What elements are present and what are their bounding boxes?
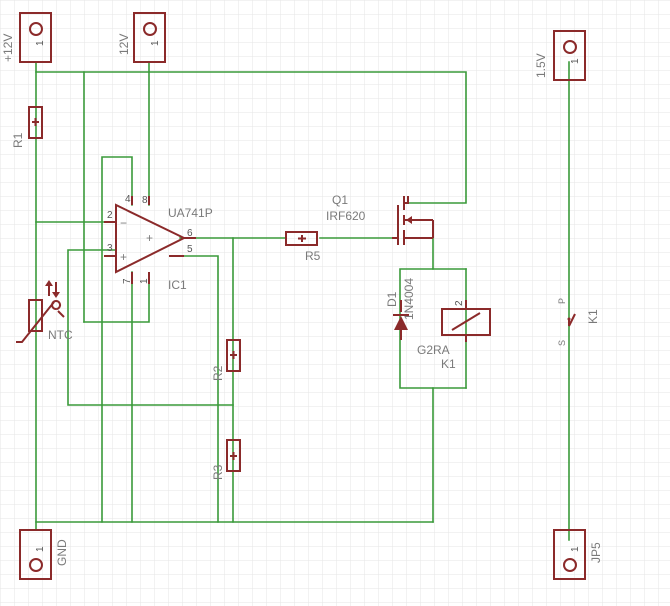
heat-arrows-icon bbox=[45, 280, 60, 298]
opamp-ic1[interactable]: − + + 2 3 4 8 6 5 7 1 UA741P IC1 bbox=[104, 194, 213, 292]
wire-12v-rail bbox=[35, 61, 467, 204]
connector-1-5v[interactable]: 1.5V 1 bbox=[534, 30, 586, 81]
opamp-pin-6: 6 bbox=[187, 228, 193, 239]
opamp-plus-sign: + bbox=[120, 250, 127, 264]
opamp-pin-7: 7 bbox=[122, 278, 133, 284]
resistor-r3-label: R3 bbox=[211, 464, 225, 480]
resistor-r5[interactable]: R5 bbox=[285, 231, 321, 263]
connector-jp5-pin: 1 bbox=[570, 546, 581, 552]
connector-12v-a[interactable]: +12V 1 bbox=[1, 12, 52, 63]
resistor-r2[interactable]: R2 bbox=[211, 339, 241, 381]
relay-coil-part-label: G2RA bbox=[417, 343, 450, 357]
relay-coil-k1[interactable]: 2 G2RA K1 bbox=[417, 300, 491, 371]
mosfet-part-label: IRF620 bbox=[326, 209, 366, 223]
resistor-r2-label: R2 bbox=[211, 365, 225, 381]
connector-1-5v-pin: 1 bbox=[570, 58, 581, 64]
ntc-thermistor[interactable]: NTC bbox=[16, 280, 73, 343]
opamp-pin-2: 2 bbox=[107, 210, 113, 221]
mosfet-q1[interactable]: Q1 IRF620 bbox=[326, 193, 434, 245]
opamp-part-label: UA741P bbox=[168, 206, 213, 220]
diode-d1[interactable]: D1 1N4004 bbox=[385, 278, 416, 340]
ntc-label: NTC bbox=[48, 328, 73, 342]
relay-switch-k1[interactable]: P S K1 bbox=[557, 298, 600, 346]
opamp-pin-4: 4 bbox=[125, 194, 131, 205]
opamp-name-label: IC1 bbox=[168, 278, 187, 292]
thermometer-icon bbox=[51, 300, 65, 318]
resistor-r1[interactable]: R1 bbox=[11, 106, 43, 148]
connector-jp5[interactable]: JP5 1 bbox=[553, 529, 603, 580]
diode-name-label: D1 bbox=[385, 291, 399, 307]
relay-coil-pin-2: 2 bbox=[454, 300, 465, 306]
connector-12v-a-label: +12V bbox=[1, 34, 15, 62]
opamp-pin-8: 8 bbox=[142, 195, 148, 206]
relay-coil-name-label: K1 bbox=[441, 357, 456, 371]
connector-gnd[interactable]: GND 1 bbox=[19, 529, 69, 580]
opamp-pin-1: 1 bbox=[139, 278, 150, 284]
opamp-pin-3: 3 bbox=[107, 243, 113, 254]
opamp-pin-5: 5 bbox=[187, 244, 193, 255]
wire-left-loop bbox=[83, 279, 150, 323]
wire-pin4-loop bbox=[101, 156, 133, 523]
wire-pin5 bbox=[183, 255, 219, 523]
resistor-r1-label: R1 bbox=[11, 132, 25, 148]
connector-12v-b-pin: 1 bbox=[150, 40, 161, 46]
connector-jp5-label: JP5 bbox=[589, 542, 603, 563]
opamp-minus-sign: − bbox=[120, 216, 127, 230]
wire-pin3 bbox=[67, 249, 234, 406]
opamp-mid-plus: + bbox=[146, 231, 153, 245]
resistor-r3[interactable]: R3 bbox=[211, 439, 241, 480]
mosfet-name-label: Q1 bbox=[332, 193, 348, 207]
wires bbox=[35, 61, 570, 541]
connector-12v-b[interactable]: 12V 1 bbox=[117, 12, 166, 63]
connector-gnd-pin: 1 bbox=[35, 546, 46, 552]
relay-switch-name-label: K1 bbox=[586, 309, 600, 324]
diode-part-label: 1N4004 bbox=[402, 278, 416, 320]
connector-gnd-label: GND bbox=[55, 539, 69, 566]
connector-12v-b-label: 12V bbox=[117, 34, 131, 55]
connector-1-5v-label: 1.5V bbox=[534, 53, 548, 78]
connector-12v-a-pin: 1 bbox=[35, 40, 46, 46]
relay-switch-s-label: S bbox=[557, 340, 567, 346]
resistor-r5-label: R5 bbox=[305, 249, 321, 263]
relay-switch-p-label: P bbox=[557, 298, 567, 304]
